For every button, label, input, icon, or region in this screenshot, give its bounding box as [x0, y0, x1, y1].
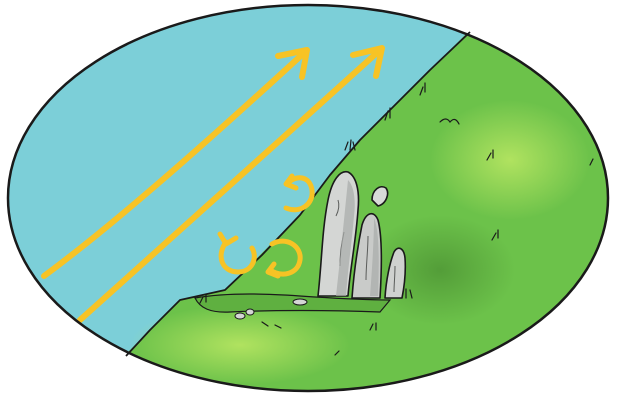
- grass-shadow: [365, 215, 515, 325]
- grass-highlight: [430, 100, 590, 220]
